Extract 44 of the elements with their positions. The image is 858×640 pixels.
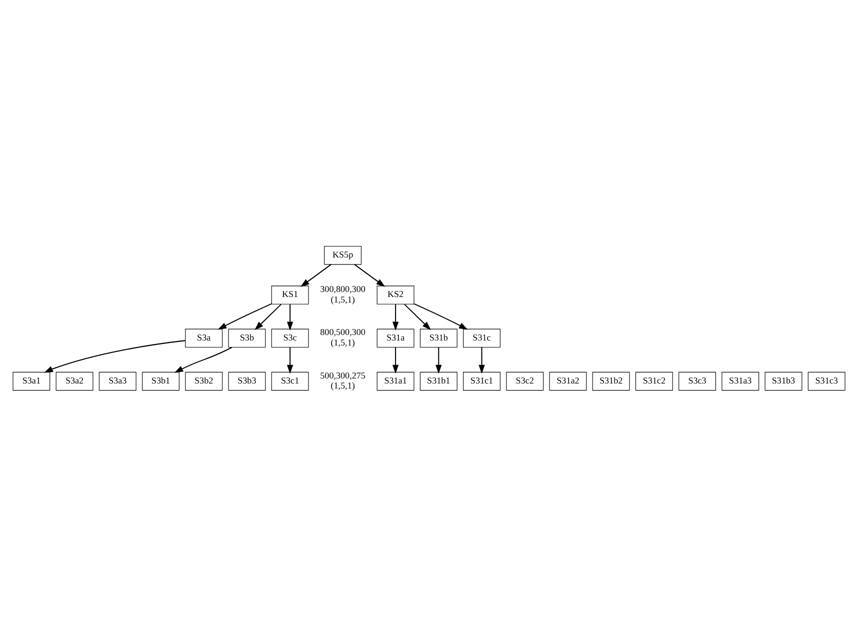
node-box: S3c: [271, 328, 309, 348]
arrow: [174, 346, 232, 373]
arrow: [286, 347, 294, 374]
arrow: [254, 304, 282, 330]
node-box: S31c: [463, 328, 500, 348]
node-box: S3c2: [506, 372, 544, 391]
node-box: S31a2: [549, 372, 587, 391]
node-box: KS2: [376, 286, 414, 304]
node-box: S3a: [185, 328, 223, 348]
node-box: S31b: [420, 328, 458, 348]
node-box: S31b1: [420, 372, 458, 391]
node-box: S31c3: [808, 372, 846, 391]
node-box: S3b1: [142, 372, 180, 391]
node-box: KS1: [271, 286, 309, 304]
node-box: S31c1: [463, 372, 500, 391]
node-box: S3a3: [98, 372, 136, 391]
node-box: S3a1: [12, 372, 50, 391]
node-box: S3b: [228, 328, 266, 348]
arrow: [218, 303, 272, 330]
node-box: S31a1: [376, 372, 414, 391]
arrow: [436, 347, 442, 374]
node-box: KS5p: [324, 246, 362, 265]
arrow: [392, 347, 399, 374]
node-box: S31b2: [592, 372, 630, 391]
arrow: [354, 264, 386, 287]
arrow: [404, 304, 431, 330]
arrow: [300, 264, 332, 287]
node-box: S31a: [376, 328, 414, 348]
node-box: S31a3: [722, 372, 760, 391]
node-box: S31b3: [764, 372, 802, 391]
node-box: S3c3: [678, 372, 716, 391]
label: 300,800,300 (1,5,1): [320, 284, 366, 304]
arrow: [392, 304, 399, 331]
label: 500,300,275 (1,5,1): [320, 370, 366, 391]
arrow: [414, 303, 468, 330]
node-box: S3b2: [185, 372, 223, 391]
label: 800,500,300 (1,5,1): [320, 327, 366, 348]
node-box: S3a2: [56, 372, 94, 391]
arrow: [286, 304, 294, 331]
node-box: S3c1: [271, 372, 309, 391]
node-box: S31c2: [635, 372, 673, 391]
arrow: [478, 347, 485, 374]
node-box: S3b3: [228, 372, 266, 391]
arrow: [44, 340, 186, 373]
